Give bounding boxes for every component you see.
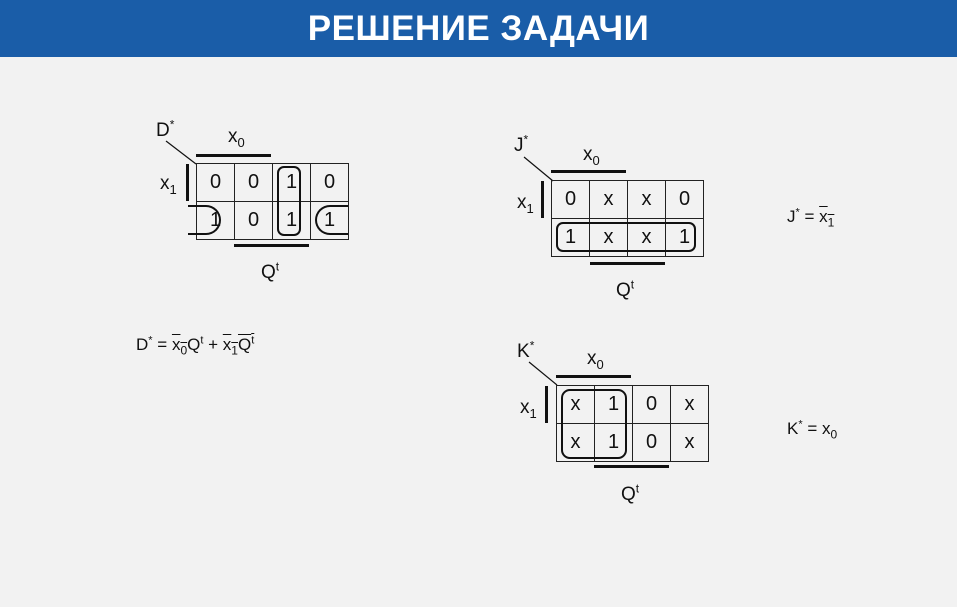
d-formula: D* = x0Qt + x1Qt [136, 334, 255, 358]
j-map-row: 0 x x 0 [551, 180, 704, 219]
j-map-column-variable: x0 [583, 144, 600, 168]
k-map-function-label: K* [517, 338, 535, 362]
d-map-pointer-line [165, 140, 197, 165]
k-map-row: x 1 0 x [556, 423, 709, 462]
k-karnaugh-map: x 1 0 x x 1 0 x [556, 385, 709, 462]
k-map-cell: x [670, 423, 709, 462]
j-map-cell: x [627, 180, 666, 219]
k-map-column-bar [556, 375, 631, 378]
title-bar: РЕШЕНИЕ ЗАДАЧИ [0, 0, 957, 57]
k-map-column-variable: x0 [587, 348, 604, 372]
j-map-pointer-line [523, 156, 554, 182]
k-map-cell: 0 [632, 423, 671, 462]
j-map-cell: x [589, 180, 628, 219]
k-map-pointer-line [528, 361, 558, 386]
j-map-row-variable: x1 [517, 192, 534, 216]
d-map-cell: 0 [196, 163, 235, 202]
d-map-cell: 0 [234, 163, 273, 202]
k-map-row: x 1 0 x [556, 385, 709, 424]
d-map-group-wrap-left [188, 205, 221, 235]
k-map-row-variable: x1 [520, 397, 537, 421]
k-map-cell: 0 [632, 385, 671, 424]
j-map-group-row [556, 222, 696, 252]
j-map-cell: 0 [665, 180, 704, 219]
d-map-row: 0 0 1 0 [196, 163, 349, 202]
j-map-function-label: J* [514, 132, 529, 156]
k-map-row-bar [545, 386, 548, 423]
k-map-cell: x [670, 385, 709, 424]
j-map-row-bar [541, 181, 544, 218]
j-map-cell: 0 [551, 180, 590, 219]
j-map-bottom-bar [590, 262, 665, 265]
j-formula: J* = x1 [787, 206, 835, 230]
d-map-cell: 0 [310, 163, 349, 202]
page-title: РЕШЕНИЕ ЗАДАЧИ [307, 9, 650, 48]
d-map-bottom-variable: Qt [261, 259, 280, 283]
d-map-cell: 0 [234, 201, 273, 240]
k-map-group-block [561, 389, 627, 459]
d-map-column-variable: x0 [228, 126, 245, 150]
d-map-row-bar [186, 164, 189, 201]
d-map-group-wrap-right [315, 205, 348, 235]
d-map-row-variable: x1 [160, 173, 177, 197]
d-map-column-bar [196, 154, 271, 157]
k-formula: K* = x0 [787, 418, 838, 442]
d-map-function-label: D* [156, 117, 175, 141]
k-map-bottom-bar [594, 465, 669, 468]
k-map-bottom-variable: Qt [621, 481, 640, 505]
d-map-group-column [277, 166, 301, 236]
d-map-bottom-bar [234, 244, 309, 247]
j-map-bottom-variable: Qt [616, 277, 635, 301]
j-map-column-bar [551, 170, 626, 173]
